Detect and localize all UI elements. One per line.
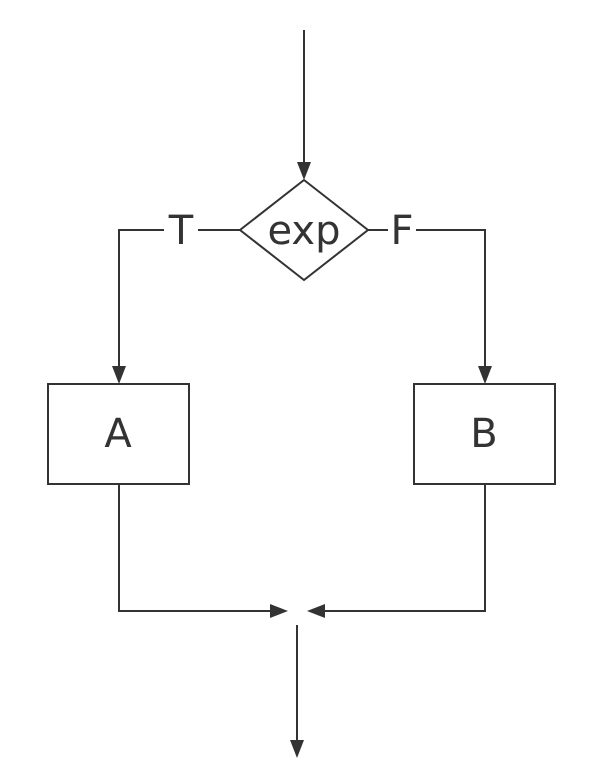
true-branch-connector: [112, 229, 240, 384]
false-branch-connector: [368, 229, 492, 384]
process-box-b-label: B: [470, 411, 497, 457]
process-box-b: [413, 383, 556, 485]
true-branch-label: T: [168, 208, 194, 254]
condition-label: exp: [268, 208, 341, 254]
entry-arrow: [297, 30, 311, 180]
merge-arrow-from-b: [307, 484, 486, 618]
merge-arrow-from-a: [118, 484, 288, 618]
process-box-a-label: A: [104, 411, 132, 457]
condition-diamond: [238, 178, 370, 282]
false-branch-label: F: [390, 208, 413, 254]
process-box-a: [47, 383, 190, 485]
exit-arrow: [290, 625, 304, 758]
